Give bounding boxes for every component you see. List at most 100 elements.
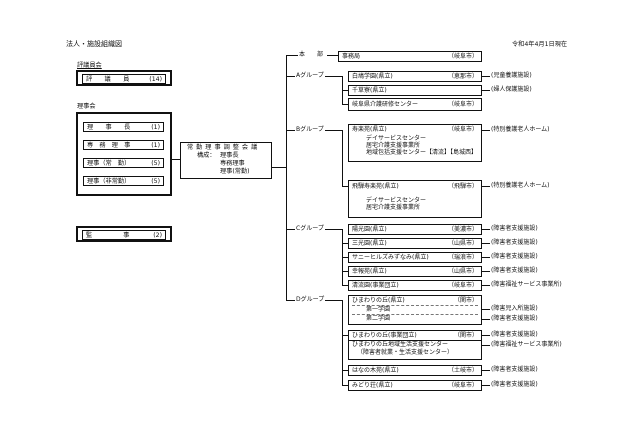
facility-name: 岐阜県介護研修センター <box>352 101 419 108</box>
facility-box: 幸報苑(県立) （山県市） <box>348 266 482 277</box>
stub-line <box>482 229 490 231</box>
facility-name: 事務局 <box>342 53 361 60</box>
composition-member: 理事長 <box>220 152 239 159</box>
stub-line <box>482 90 490 92</box>
facility-box: 白鳩学園(県立)（恵那市） <box>348 71 482 82</box>
facility-box: はなの木苑(県立) （土岐市） <box>348 365 482 376</box>
facility-box: 清流園(事業団立)（岐阜市） <box>348 280 482 291</box>
facility-category: (障害者支援施設) <box>491 225 538 232</box>
facility-category: (特別養護老人ホーム) <box>491 126 550 133</box>
sub-facility: デイサービスセンター <box>366 135 427 142</box>
role-label: 理事（非常勤） <box>87 178 131 185</box>
role-label: 監 事 <box>86 232 130 239</box>
stub-line <box>482 130 490 132</box>
facility-category: (婦人保護施設) <box>491 86 532 93</box>
stub-line <box>482 243 490 245</box>
stub-line <box>342 271 348 273</box>
facility-category: (障害福祉サービス事業所) <box>491 341 562 348</box>
stub-line <box>342 90 348 92</box>
sub-facility: ひまわりの丘地域生活支援センター <box>352 341 449 348</box>
role-count: (14) <box>149 76 162 83</box>
facility-city: （岐阜市） <box>447 282 478 289</box>
facility-name: 幸報苑(県立) <box>352 268 387 275</box>
facility-box: 寿楽苑(県立)（岐阜市） デイサービスセンター 居宅介護支援事業所 地域包括支援… <box>348 124 482 162</box>
role-label: 理 事 長 <box>87 124 131 131</box>
facility-category: (特別養護老人ホーム) <box>491 182 550 189</box>
facility-box: 千草寮(県立) <box>348 85 482 96</box>
board-member-row: 理 事 長 (1) <box>83 122 164 132</box>
role-count: (1) <box>151 124 160 131</box>
facility-name: ひまわりの丘(県立) <box>352 297 405 304</box>
connector-line <box>272 167 286 169</box>
councillor-row: 評 議 員 (14) <box>82 74 166 84</box>
facility-name: 飛騨寿楽苑(県立) <box>352 183 399 190</box>
facility-name: サニーヒルズみずなみ(県立) <box>352 254 429 261</box>
facility-category: (障害者支援施設) <box>491 331 538 338</box>
facility-city: （山県市） <box>447 268 478 275</box>
stub-line <box>342 104 348 106</box>
facility-city: （岐阜市） <box>447 126 478 133</box>
stub-line <box>342 243 348 245</box>
stub-line <box>482 335 490 337</box>
stub-line <box>342 186 348 188</box>
role-label: 理事（常 勤） <box>87 160 131 167</box>
facility-box: 陽光園(県立)（美濃市） <box>348 224 482 235</box>
stub-line <box>342 385 348 387</box>
stub-line <box>482 271 490 273</box>
board-member-row: 専 務 理 事 (1) <box>83 140 164 150</box>
facility-category: (障害者支援施設) <box>491 253 538 260</box>
group-label-a: Aグループ <box>295 72 325 80</box>
standing-council-title: 常 勤 理 事 調 整 会 議 <box>187 144 258 151</box>
board-label: 理事会 <box>77 103 96 110</box>
role-count: (2) <box>153 232 162 239</box>
councillors-label: 評議員会 <box>77 62 102 69</box>
facility-box: ひまわりの丘(県立)（関市） 第一学園 第二学園 <box>348 295 482 325</box>
facility-box: ひまわりの丘(事業団立)（関市） ひまわりの丘地域生活支援センター （障害者就業… <box>348 330 482 360</box>
stub-line <box>482 76 490 78</box>
facility-city: （飛騨市） <box>447 183 478 190</box>
facility-name: 陽光園(県立) <box>352 226 387 233</box>
stub-line <box>342 285 348 287</box>
role-count: (5) <box>151 160 160 167</box>
sub-facility: 第一学園 <box>352 305 478 314</box>
stub-line <box>482 385 490 387</box>
facility-category: (障害者支援施設) <box>491 315 538 322</box>
role-count: (1) <box>151 142 160 149</box>
facility-name: ひまわりの丘(事業団立) <box>352 332 417 339</box>
facility-category: (障害福祉サービス事業所) <box>491 281 562 288</box>
stub-line <box>482 285 490 287</box>
group-label-headquarters: 本 部 <box>298 51 328 59</box>
facility-name: みどり荘(県立) <box>352 382 393 389</box>
standing-council-box: 常 勤 理 事 調 整 会 議 構成： 理事長 専務理事 理事(常勤) <box>180 142 272 179</box>
facility-name: 白鳩学園(県立) <box>352 73 393 80</box>
facility-category: (障害者支援施設) <box>491 239 538 246</box>
facility-category: (障害者支援施設) <box>491 366 538 373</box>
facility-city: （山県市） <box>447 240 478 247</box>
role-label: 評 議 員 <box>86 76 130 83</box>
facility-category: (障害者支援施設) <box>491 267 538 274</box>
group-b-line <box>342 130 344 186</box>
stub-line <box>342 257 348 259</box>
group-d-line <box>342 300 344 386</box>
stub-line <box>482 370 490 372</box>
sub-facility: 居宅介護支援事業所 <box>366 204 421 211</box>
composition-member: 理事(常勤) <box>220 168 250 175</box>
facility-city: （岐阜市） <box>447 101 478 108</box>
stub-line <box>482 319 490 321</box>
auditors-box: 監 事 (2) <box>76 226 172 242</box>
connector-line <box>172 159 180 161</box>
stub-line <box>342 335 348 337</box>
facility-name: はなの木苑(県立) <box>352 367 399 374</box>
role-label: 専 務 理 事 <box>87 142 131 149</box>
facility-name: 三光園(県立) <box>352 240 387 247</box>
board-member-row: 理事（非常勤） (5) <box>83 176 164 186</box>
as-of-date: 令和4年4月1日現在 <box>512 41 568 48</box>
composition-member: 専務理事 <box>220 160 245 167</box>
facility-name: 寿楽苑(県立) <box>352 126 387 133</box>
role-count: (5) <box>151 178 160 185</box>
facility-box: 岐阜県介護研修センター （岐阜市） <box>348 98 482 111</box>
facility-city: （関市） <box>453 297 478 304</box>
facility-city: （土岐市） <box>447 367 478 374</box>
group-label-b: Bグループ <box>295 126 325 134</box>
facility-box: 飛騨寿楽苑(県立)（飛騨市） デイサービスセンター 居宅介護支援事業所 <box>348 180 482 218</box>
